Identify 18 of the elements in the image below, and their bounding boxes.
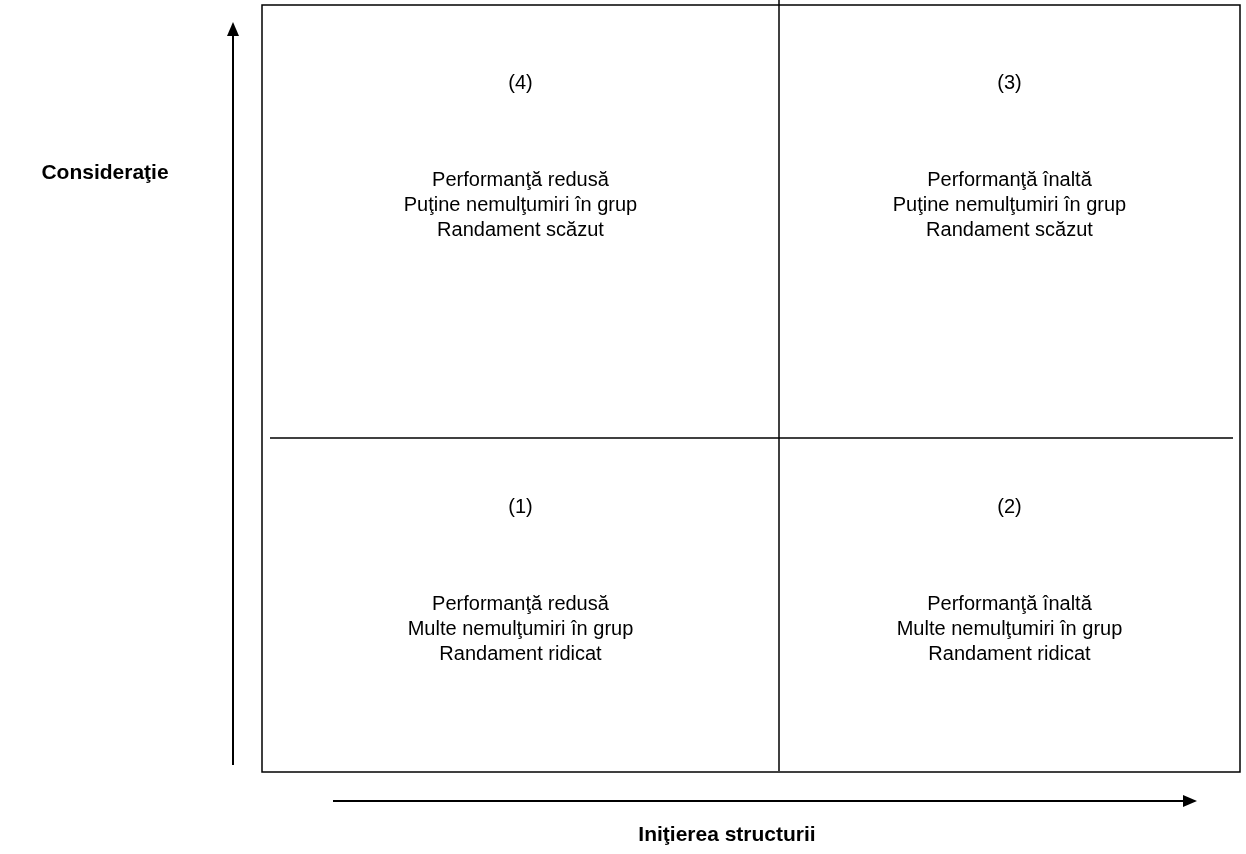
quadrant-text: Performanţă înaltă [927, 591, 1092, 616]
axis-label: Iniţierea structurii [638, 822, 816, 846]
quadrant-text: Randament scăzut [926, 217, 1093, 242]
quadrant-text: Multe nemulţumiri în grup [896, 616, 1123, 641]
quadrant-number: (2) [997, 494, 1022, 519]
quadrant-number: (3) [997, 70, 1022, 95]
quadrant-number: (4) [508, 70, 533, 95]
quadrant-text: Randament ridicat [928, 641, 1091, 666]
quadrant-number: (1) [508, 494, 533, 519]
quadrant-text: Puţine nemulţumiri în grup [892, 192, 1127, 217]
quadrant-text: Randament scăzut [437, 217, 604, 242]
quadrant-text: Performanţă redusă [432, 167, 609, 192]
quadrant-text: Performanţă înaltă [927, 167, 1092, 192]
quadrant-text: Multe nemulţumiri în grup [407, 616, 634, 641]
quadrant-text: Puţine nemulţumiri în grup [403, 192, 638, 217]
quadrant-text: Performanţă redusă [432, 591, 609, 616]
axis-label: Consideraţie [41, 160, 169, 184]
quadrant-text: Randament ridicat [439, 641, 602, 666]
